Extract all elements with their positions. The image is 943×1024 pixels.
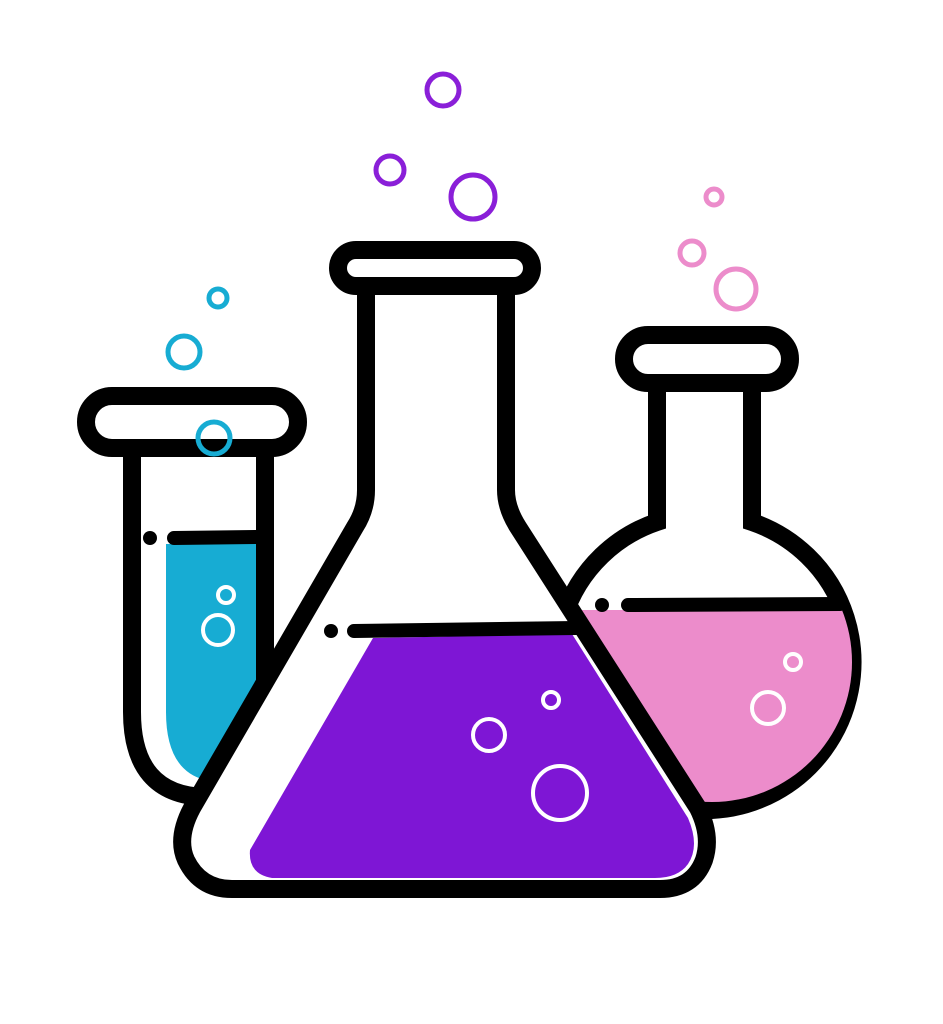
level-line — [167, 530, 265, 545]
bubble-icon — [677, 238, 707, 268]
bubble-icon — [195, 419, 233, 457]
bubble-icon — [216, 585, 236, 605]
bubble-icon — [448, 172, 498, 222]
bubble-icon — [713, 266, 759, 312]
bubble-icon — [471, 717, 507, 753]
bubble-icon — [541, 690, 561, 710]
round-flask-rim — [615, 326, 799, 392]
erlenmeyer-flask — [173, 71, 716, 898]
level-dot — [595, 598, 609, 612]
bubble-icon — [703, 186, 725, 208]
bubble-icon — [424, 71, 462, 109]
level-dot — [143, 531, 157, 545]
bubble-icon — [206, 286, 230, 310]
purple-liquid — [249, 634, 694, 878]
bubble-icon — [531, 764, 589, 822]
test-tube — [77, 286, 307, 806]
bubble-icon — [165, 333, 203, 371]
bubble-icon — [750, 690, 786, 726]
bubble-icon — [201, 613, 235, 647]
level-line — [621, 597, 847, 612]
bubble-icon — [373, 153, 407, 187]
level-line — [347, 621, 583, 638]
bubble-icon — [783, 652, 803, 672]
erlenmeyer-rim — [329, 241, 541, 295]
level-dot — [324, 624, 338, 638]
test-tube-rim — [77, 387, 307, 457]
